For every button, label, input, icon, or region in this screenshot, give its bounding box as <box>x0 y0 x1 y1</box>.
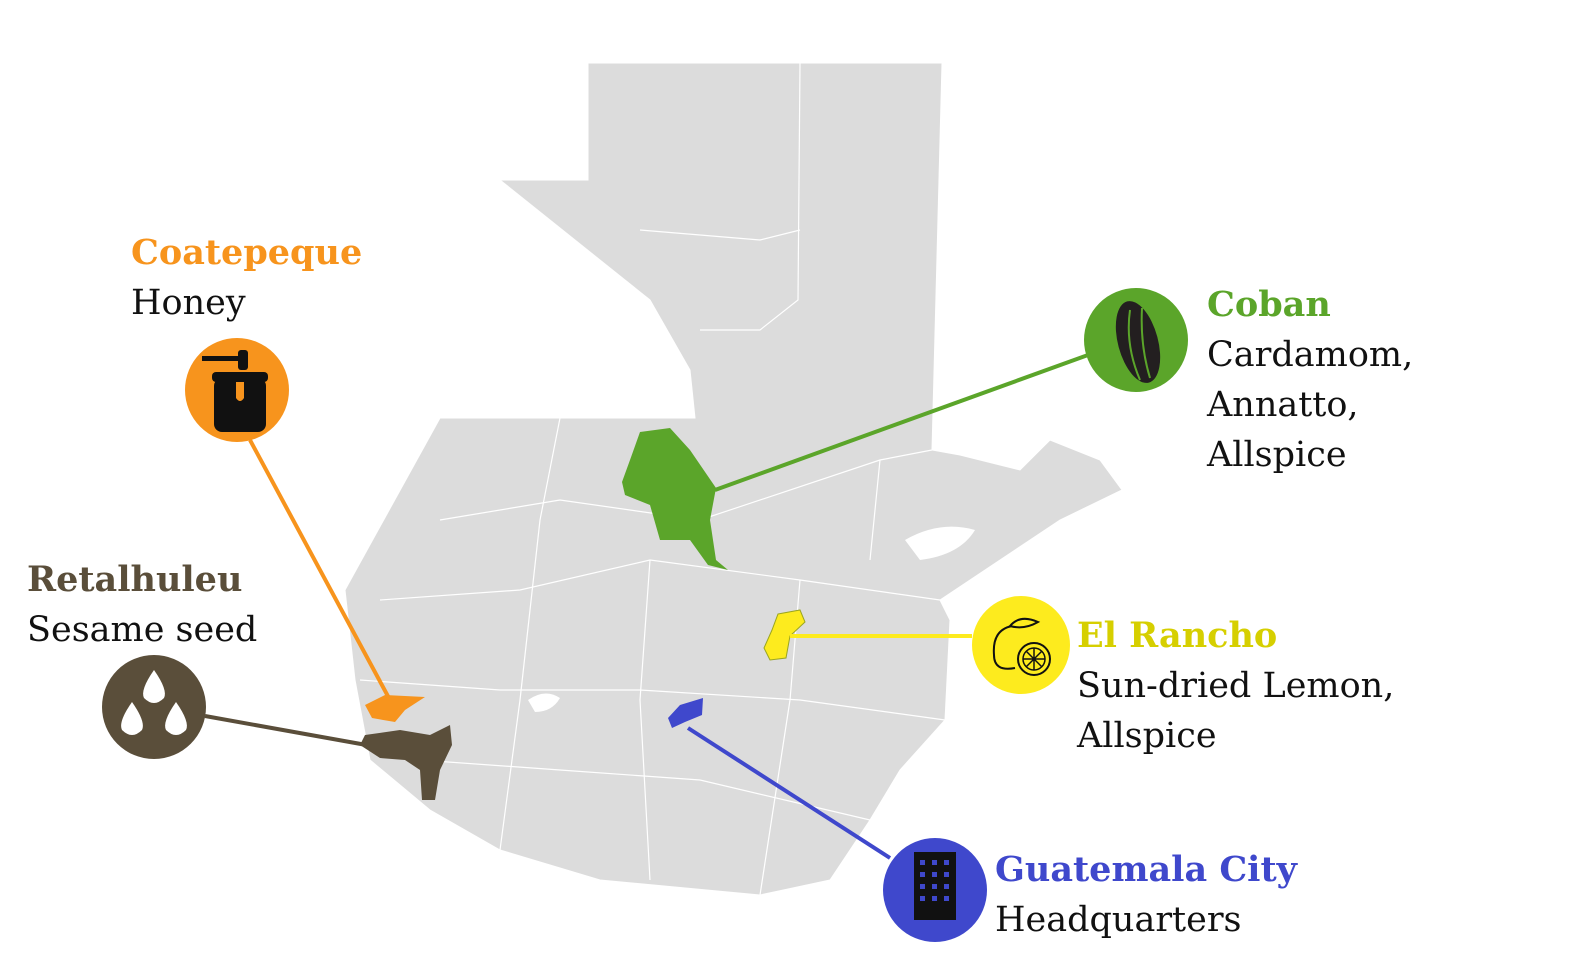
location-product: Headquarters <box>995 900 1242 940</box>
location-product: Sesame seed <box>27 610 258 650</box>
location-name: El Rancho <box>1077 615 1278 656</box>
connector-coban <box>714 353 1089 492</box>
location-product: Honey <box>131 283 246 323</box>
location-product: Allspice <box>1077 716 1217 756</box>
building-icon <box>883 838 987 942</box>
lake-izabal <box>905 526 975 560</box>
location-name: Retalhuleu <box>27 559 243 600</box>
location-product: Allspice <box>1207 435 1347 475</box>
connector-guatemala-city <box>686 726 892 860</box>
label-retalhuleu: Retalhuleu Sesame seed <box>27 555 257 655</box>
location-product: Sun-dried Lemon, <box>1077 666 1395 706</box>
label-el-rancho: El Rancho Sun-dried Lemon, Allspice <box>1077 611 1394 761</box>
region-coatepeque <box>365 695 425 722</box>
region-el-rancho <box>763 609 806 661</box>
label-coban: Coban Cardamom, Annatto, Allspice <box>1207 280 1413 480</box>
cardamom-pod-icon <box>1084 288 1188 392</box>
region-coban <box>622 428 728 570</box>
location-name: Coban <box>1207 284 1331 325</box>
location-product: Cardamom, <box>1207 335 1414 375</box>
label-guatemala-city: Guatemala City Headquarters <box>995 845 1297 945</box>
lemon-icon <box>972 596 1070 694</box>
location-name: Guatemala City <box>995 849 1297 890</box>
region-retalhuleu <box>360 725 452 800</box>
label-coatepeque: Coatepeque Honey <box>131 228 362 328</box>
lake-atitlan <box>528 693 560 712</box>
connector-retalhuleu <box>204 714 373 748</box>
connector-coatepeque <box>248 439 392 701</box>
honey-pot-icon <box>185 338 289 442</box>
location-name: Coatepeque <box>131 232 363 273</box>
region-guatemala-city <box>668 698 703 728</box>
country-shape <box>344 62 1123 896</box>
location-product: Annatto, <box>1207 385 1359 425</box>
seeds-icon <box>102 655 206 759</box>
